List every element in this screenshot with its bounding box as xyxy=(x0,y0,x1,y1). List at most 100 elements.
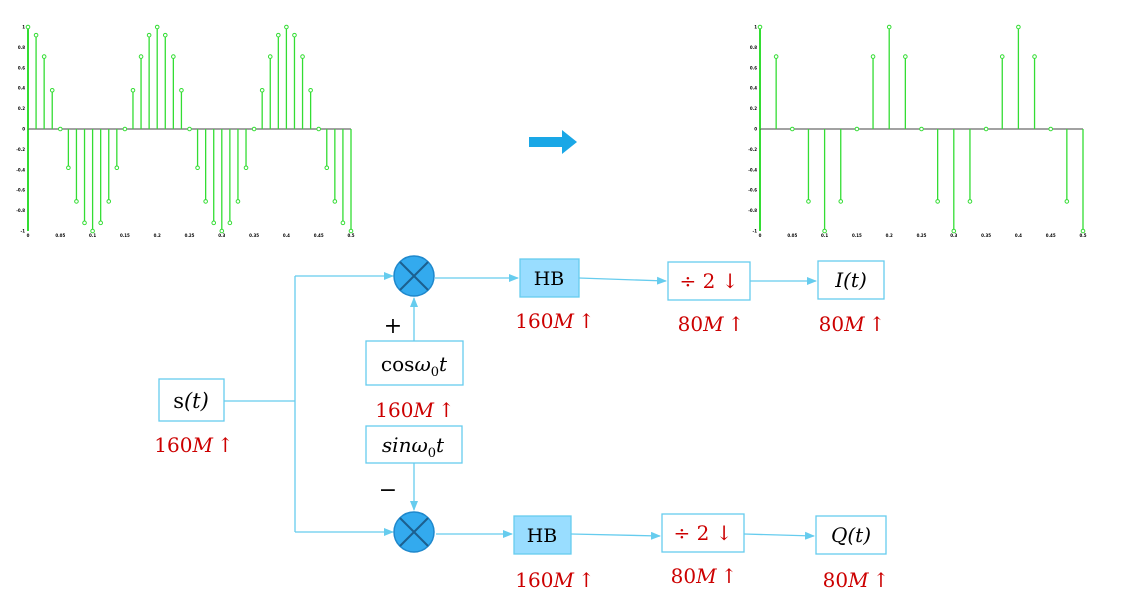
x-tick-label: 0.45 xyxy=(1046,233,1056,238)
stem-marker xyxy=(332,199,338,204)
upper-hb-rate: 160M↑ xyxy=(515,309,594,333)
x-tick-label: 0.4 xyxy=(1015,233,1022,238)
stem-marker xyxy=(235,199,241,204)
wire-lower-hb-to-dec xyxy=(570,531,661,540)
lower-mixer-icon xyxy=(393,511,435,553)
stem-marker xyxy=(348,228,354,234)
x-tick-label: 0.05 xyxy=(55,233,65,238)
q-output-rate: 80M↑ xyxy=(823,568,890,590)
upper-decimator-label: ÷ 2 ↓ xyxy=(680,269,739,293)
stem-marker xyxy=(300,54,305,59)
stem-marker xyxy=(838,199,844,204)
y-tick-label: 0.4 xyxy=(18,86,25,91)
stem-marker xyxy=(324,165,330,171)
input-label: s(t) xyxy=(173,389,209,413)
stem-marker xyxy=(187,126,192,132)
left-plot-y-ticks: 10.80.60.40.20-0.2-0.4-0.6-0.8-1 xyxy=(16,25,25,234)
y-tick-label: -0.6 xyxy=(748,188,757,193)
stem-marker xyxy=(49,87,55,93)
stem-marker xyxy=(219,228,225,234)
x-tick-label: 0.2 xyxy=(154,233,161,238)
y-tick-label: -0.8 xyxy=(748,208,757,213)
lower-minus-sign: − xyxy=(379,478,397,503)
right-plot-stems xyxy=(757,24,1086,234)
upper-hb-filter-box xyxy=(519,258,580,298)
x-tick-label: 0 xyxy=(759,233,762,238)
stem-marker xyxy=(162,32,168,38)
stem-marker xyxy=(227,220,233,226)
stem-marker xyxy=(1016,24,1021,30)
i-output-label: I(t) xyxy=(834,268,867,292)
y-tick-label: -0.4 xyxy=(748,167,757,172)
x-tick-label: 0.1 xyxy=(821,233,828,238)
stem-marker xyxy=(919,126,924,132)
y-tick-label: 0.6 xyxy=(18,65,25,70)
stem-marker xyxy=(203,199,208,204)
stem-marker xyxy=(886,24,892,30)
stem-marker xyxy=(106,199,112,204)
transform-arrow-icon xyxy=(529,130,577,154)
x-tick-label: 0.35 xyxy=(249,233,259,238)
x-tick-label: 0.25 xyxy=(185,233,195,238)
x-tick-label: 0.4 xyxy=(283,233,290,238)
stem-marker xyxy=(316,126,322,132)
stem-marker xyxy=(276,32,281,38)
stem-marker xyxy=(130,87,136,93)
stem-marker xyxy=(806,199,811,204)
wire-lower-dec-to-out xyxy=(743,531,815,540)
x-tick-label: 0.5 xyxy=(1079,233,1086,238)
y-tick-label: -0.4 xyxy=(16,167,25,172)
x-tick-label: 0.05 xyxy=(787,233,797,238)
y-tick-label: -1 xyxy=(753,229,758,234)
stem-marker xyxy=(903,54,908,59)
x-tick-label: 0.1 xyxy=(89,233,96,238)
sin-oscillator-box xyxy=(365,425,463,464)
stem-marker xyxy=(90,228,95,234)
lower-decimator-label: ÷ 2 ↓ xyxy=(674,521,733,545)
left-plot-stems xyxy=(25,24,354,234)
upper-decimator-rate: 80M↑ xyxy=(678,312,745,336)
i-output-rate: 80M↑ xyxy=(819,312,886,336)
stem-marker xyxy=(1064,199,1070,204)
x-tick-label: 0 xyxy=(27,233,30,238)
y-tick-label: 0.8 xyxy=(18,45,25,50)
y-tick-label: 0.6 xyxy=(750,65,757,70)
y-tick-label: 0 xyxy=(22,127,25,132)
stem-marker xyxy=(251,126,257,132)
stem-marker xyxy=(41,54,47,59)
y-tick-label: 0.2 xyxy=(750,106,757,111)
stem-marker xyxy=(308,87,313,93)
lower-hb-rate: 160M↑ xyxy=(515,568,594,590)
stem-marker xyxy=(999,54,1005,59)
y-tick-label: -1 xyxy=(21,229,26,234)
upper-plus-sign: + xyxy=(384,314,402,339)
q-output-box xyxy=(815,515,887,555)
stem-marker xyxy=(773,54,779,59)
x-tick-label: 0.3 xyxy=(218,233,225,238)
stem-marker xyxy=(98,220,103,226)
y-tick-label: 0.8 xyxy=(750,45,757,50)
stem-marker xyxy=(171,54,176,59)
stem-marker xyxy=(25,24,31,30)
cos-oscillator-label: cosω0t xyxy=(381,352,448,380)
stem-marker xyxy=(122,126,128,132)
x-tick-label: 0.3 xyxy=(950,233,957,238)
x-tick-label: 0.35 xyxy=(981,233,991,238)
x-tick-label: 0.2 xyxy=(886,233,893,238)
input-box xyxy=(158,378,225,422)
y-tick-label: 0.4 xyxy=(750,86,757,91)
stem-marker xyxy=(935,199,940,204)
x-tick-label: 0.25 xyxy=(917,233,927,238)
stem-marker xyxy=(154,24,160,30)
lower-hb-label: HB xyxy=(527,525,558,547)
stem-marker xyxy=(33,32,39,38)
stem-marker xyxy=(267,54,273,59)
x-tick-label: 0.45 xyxy=(314,233,324,238)
stem-marker xyxy=(58,126,63,132)
stem-marker xyxy=(292,32,297,38)
stem-marker xyxy=(757,24,763,30)
signal-wires xyxy=(224,272,817,540)
